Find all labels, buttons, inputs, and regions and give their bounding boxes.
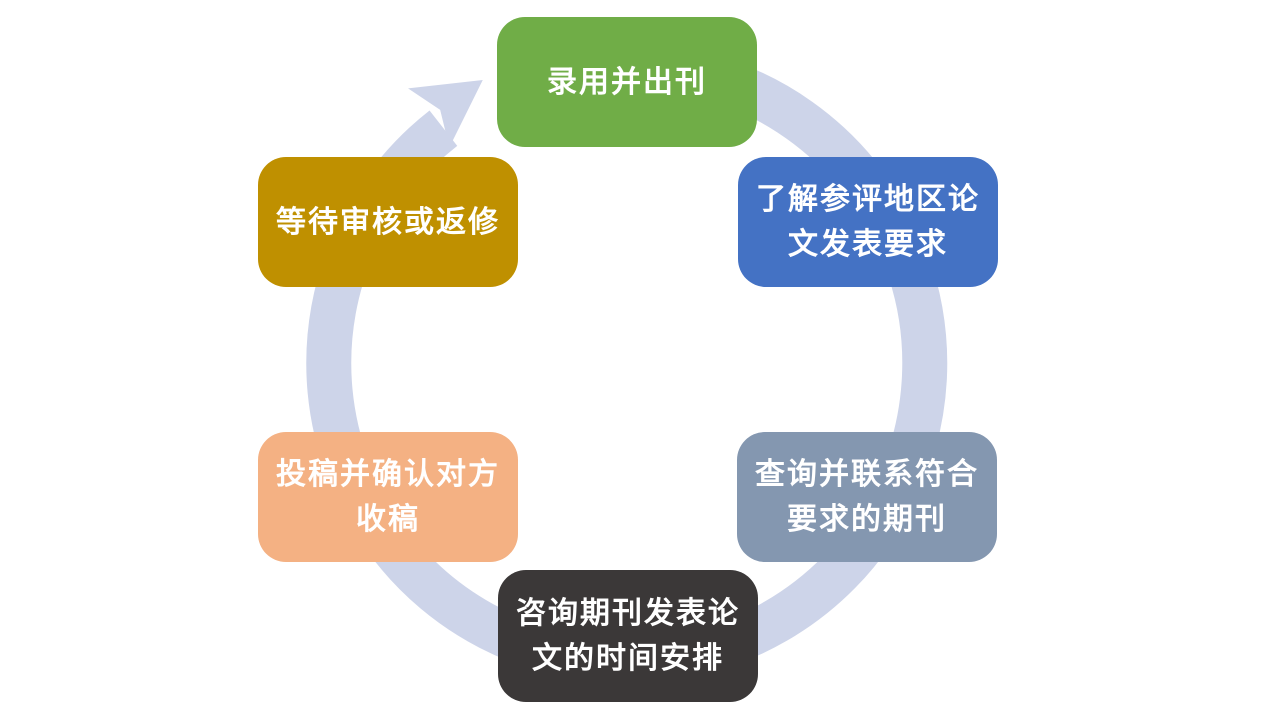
step-label-find-and-contact-journal: 查询并联系符合 要求的期刊 bbox=[755, 458, 979, 536]
step-label-learn-region-requirements: 了解参评地区论 文发表要求 bbox=[756, 183, 980, 261]
step-learn-region-requirements: 了解参评地区论 文发表要求 bbox=[738, 157, 998, 287]
step-consult-publish-schedule: 咨询期刊发表论 文的时间安排 bbox=[498, 570, 758, 702]
flow-arrowhead-icon bbox=[408, 80, 483, 148]
step-label-accept-and-publish: 录用并出刊 bbox=[547, 65, 707, 99]
step-label-submit-and-confirm: 投稿并确认对方 收稿 bbox=[276, 458, 500, 536]
step-submit-and-confirm: 投稿并确认对方 收稿 bbox=[258, 432, 518, 562]
ring-arc bbox=[306, 42, 948, 684]
step-wait-review-or-revise: 等待审核或返修 bbox=[258, 157, 518, 287]
step-label-consult-publish-schedule: 咨询期刊发表论 文的时间安排 bbox=[516, 597, 740, 675]
step-label-wait-review-or-revise: 等待审核或返修 bbox=[276, 205, 500, 239]
step-find-and-contact-journal: 查询并联系符合 要求的期刊 bbox=[737, 432, 997, 562]
step-accept-and-publish: 录用并出刊 bbox=[497, 17, 757, 147]
